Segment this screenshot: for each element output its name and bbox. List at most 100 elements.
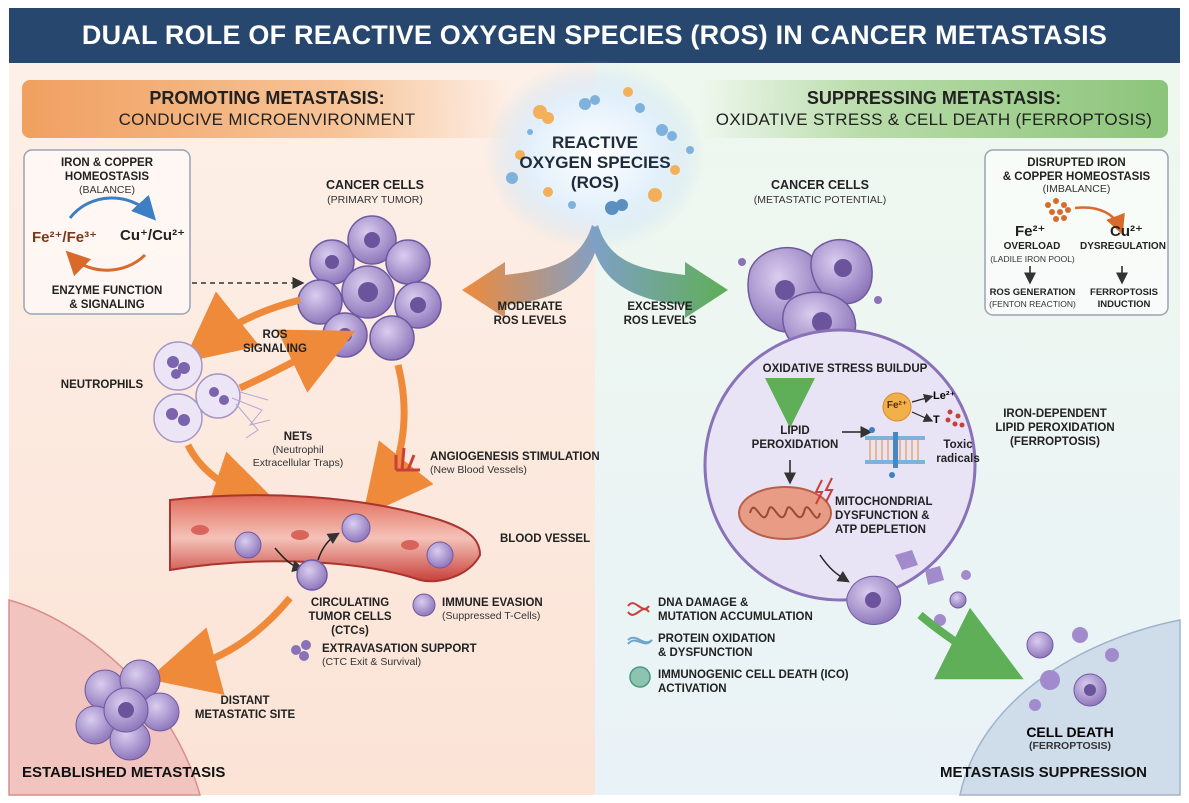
iron-particles-icon [1045,198,1071,222]
angiogenesis-title: ANGIOGENESIS STIMULATION [430,451,600,463]
moderate-ros-label-1: MODERATE [497,301,563,313]
protein-oxidation-label: PROTEIN OXIDATION & DYSFUNCTION [658,632,775,660]
mitochondrial-3: ATP DEPLETION [835,524,926,536]
moderate-ros-arrow [462,225,600,318]
ros-title-line2: OXYGEN SPECIES [519,153,671,172]
immune-evasion-title: IMMUNE EVASION [442,597,543,609]
dysregulation-label: DYSREGULATION [1080,241,1166,252]
ros-title-line1: REACTIVE [552,133,638,152]
nets-note-2: Extracellular Traps) [252,457,344,469]
iron-dependent-2: LIPID PEROXIDATION [995,422,1115,434]
iron-dependent-1: IRON-DEPENDENT [1003,408,1107,420]
established-metastasis-label: ESTABLISHED METASTASIS [22,764,226,781]
right-tissue [959,619,1181,796]
nets-note-1: (Neutrophil [272,444,324,456]
dead-cell-fragments [1026,627,1119,711]
fe-to-le-arrow [911,393,934,404]
primary-cancer-title: CANCER CELLS [326,178,424,192]
primary-tumor-cluster [297,215,442,361]
enzyme-label-1: ENZYME FUNCTION [51,285,163,297]
suppressing-banner [700,80,1168,138]
fenton-note: (FENTON REACTION) [989,299,1076,309]
homeostasis-box [23,149,191,315]
distant-tumor-cluster [75,659,180,761]
ferroptosis-induction-1: FERROPTOSIS [1090,287,1158,298]
ros-signaling-label: ROS SIGNALING [230,328,320,356]
enzyme-label-2: & SIGNALING [69,299,145,311]
dysreg-cu-label: Cu²⁺ [1110,223,1143,240]
mitochondrial-2: DYSFUNCTION & [835,510,930,522]
toxic-radicals-label: Toxic radicals [928,438,988,466]
lipid-membrane-icon [865,432,925,468]
fe-to-t-arrow [911,411,934,422]
lipid-peroxidation-2: PEROXIDATION [751,439,839,451]
moderate-ros-label: MODERATE ROS LEVELS [480,300,580,328]
figure-title: DUAL ROLE OF REACTIVE OXYGEN SPECIES (RO… [9,8,1180,63]
toxic-radicals-1: Toxic [943,439,973,451]
moderate-ros-label-2: ROS LEVELS [493,315,567,327]
lipid-peroxidation-label: LIPID PEROXIDATION [750,424,840,452]
cell-death-label: CELL DEATH (FERROPTOSIS) [1000,724,1140,753]
suppressing-banner-title: SUPPRESSING METASTASIS: [806,88,1062,108]
icd-icon [629,666,651,688]
homeostasis-blue-arrow [68,194,157,221]
protein-oxidation-1: PROTEIN OXIDATION [658,633,776,645]
fe-label: Fe²⁺/Fe³⁺ [32,229,98,246]
ros-generation-label: ROS GENERATION [989,287,1076,298]
ros-molecules [506,87,694,215]
ctc-label: CIRCULATING TUMOR CELLS (CTCs) [295,596,405,638]
overload-label: OVERLOAD [1003,241,1061,252]
suppressing-banner-subtitle: OXIDATIVE STRESS & CELL DEATH (FERROPTOS… [715,110,1153,129]
icd-1: IMMUNOGENIC CELL DEATH (ICO) [658,669,849,681]
ros-signaling-arrow-right [238,329,356,393]
metastasis-suppression-label: METASTASIS SUPPRESSION [940,764,1147,781]
homeostasis-title-2: HOMEOSTASIS [64,171,150,183]
cell-death-1: CELL DEATH [1026,724,1114,740]
t-ion-label: T [933,414,940,426]
dying-cell-fragments [846,550,971,626]
distant-site-label-1: DISTANT [220,695,270,707]
labile-iron-note: (LADILE IRON POOL) [990,254,1075,264]
metastatic-cancer-note: (METASTATIC POTENTIAL) [753,194,887,206]
mito-to-fragments-arrow [819,554,850,583]
homeostasis-orange-arrow [65,250,147,277]
ctc-cell [296,559,328,591]
ros-title-line3: (ROS) [570,173,620,192]
oxidative-stress-label: OXIDATIVE STRESS BUILDUP [762,363,928,375]
nets-label: NETs [283,431,313,443]
homeostasis-title-1: IRON & COPPER [60,157,153,169]
excessive-ros-label: EXCESSIVE ROS LEVELS [610,300,710,328]
excessive-ros-label-1: EXCESSIVE [627,301,693,313]
dna-damage-1: DNA DAMAGE & [658,597,749,609]
nets-traps [231,391,271,439]
ros-signaling-label-1: ROS [262,329,288,341]
fragments-to-death-arrow [917,607,1024,680]
icd-2: ACTIVATION [658,683,727,695]
cell-death-2: (FERROPTOSIS) [1028,740,1112,752]
fe-to-cu-arrow [1074,206,1125,235]
angiogenesis-note: (New Blood Vessels) [430,464,527,476]
homeostasis-note: (BALANCE) [78,184,135,196]
neutrophils-label: NEUTROPHILS [60,379,144,391]
extravasation-icon [291,640,311,661]
ctc-label-3: (CTCs) [331,625,369,637]
fe-ion-circle [882,392,912,422]
ferroptosis-induction-label: FERROPTOSIS INDUCTION [1082,287,1166,311]
promoting-banner-title: PROMOTING METASTASIS: [149,88,385,108]
overload-fe-label: Fe²⁺ [1015,223,1046,240]
enzyme-label: ENZYME FUNCTION & SIGNALING [24,284,190,312]
icd-label: IMMUNOGENIC CELL DEATH (ICO) ACTIVATION [658,668,849,696]
toxic-radicals-2: radicals [936,453,980,465]
ros-signaling-arrow-left [183,291,301,363]
mitochondrial-1: MITOCHONDRIAL [835,496,933,508]
disrupted-note: (IMBALANCE) [1042,183,1111,195]
iron-dependent-label: IRON-DEPENDENT LIPID PEROXIDATION (FERRO… [990,407,1120,449]
immune-evasion-note: (Suppressed T-Cells) [442,610,541,622]
disrupted-title-2: & COPPER HOMEOSTASIS [1002,171,1151,183]
ctc-extravasation-arrow [274,547,305,572]
ros-title: REACTIVE OXYGEN SPECIES (ROS) [505,133,685,193]
distant-site-label: DISTANT METASTATIC SITE [175,694,315,722]
toxic-radicals-dots [945,409,965,428]
